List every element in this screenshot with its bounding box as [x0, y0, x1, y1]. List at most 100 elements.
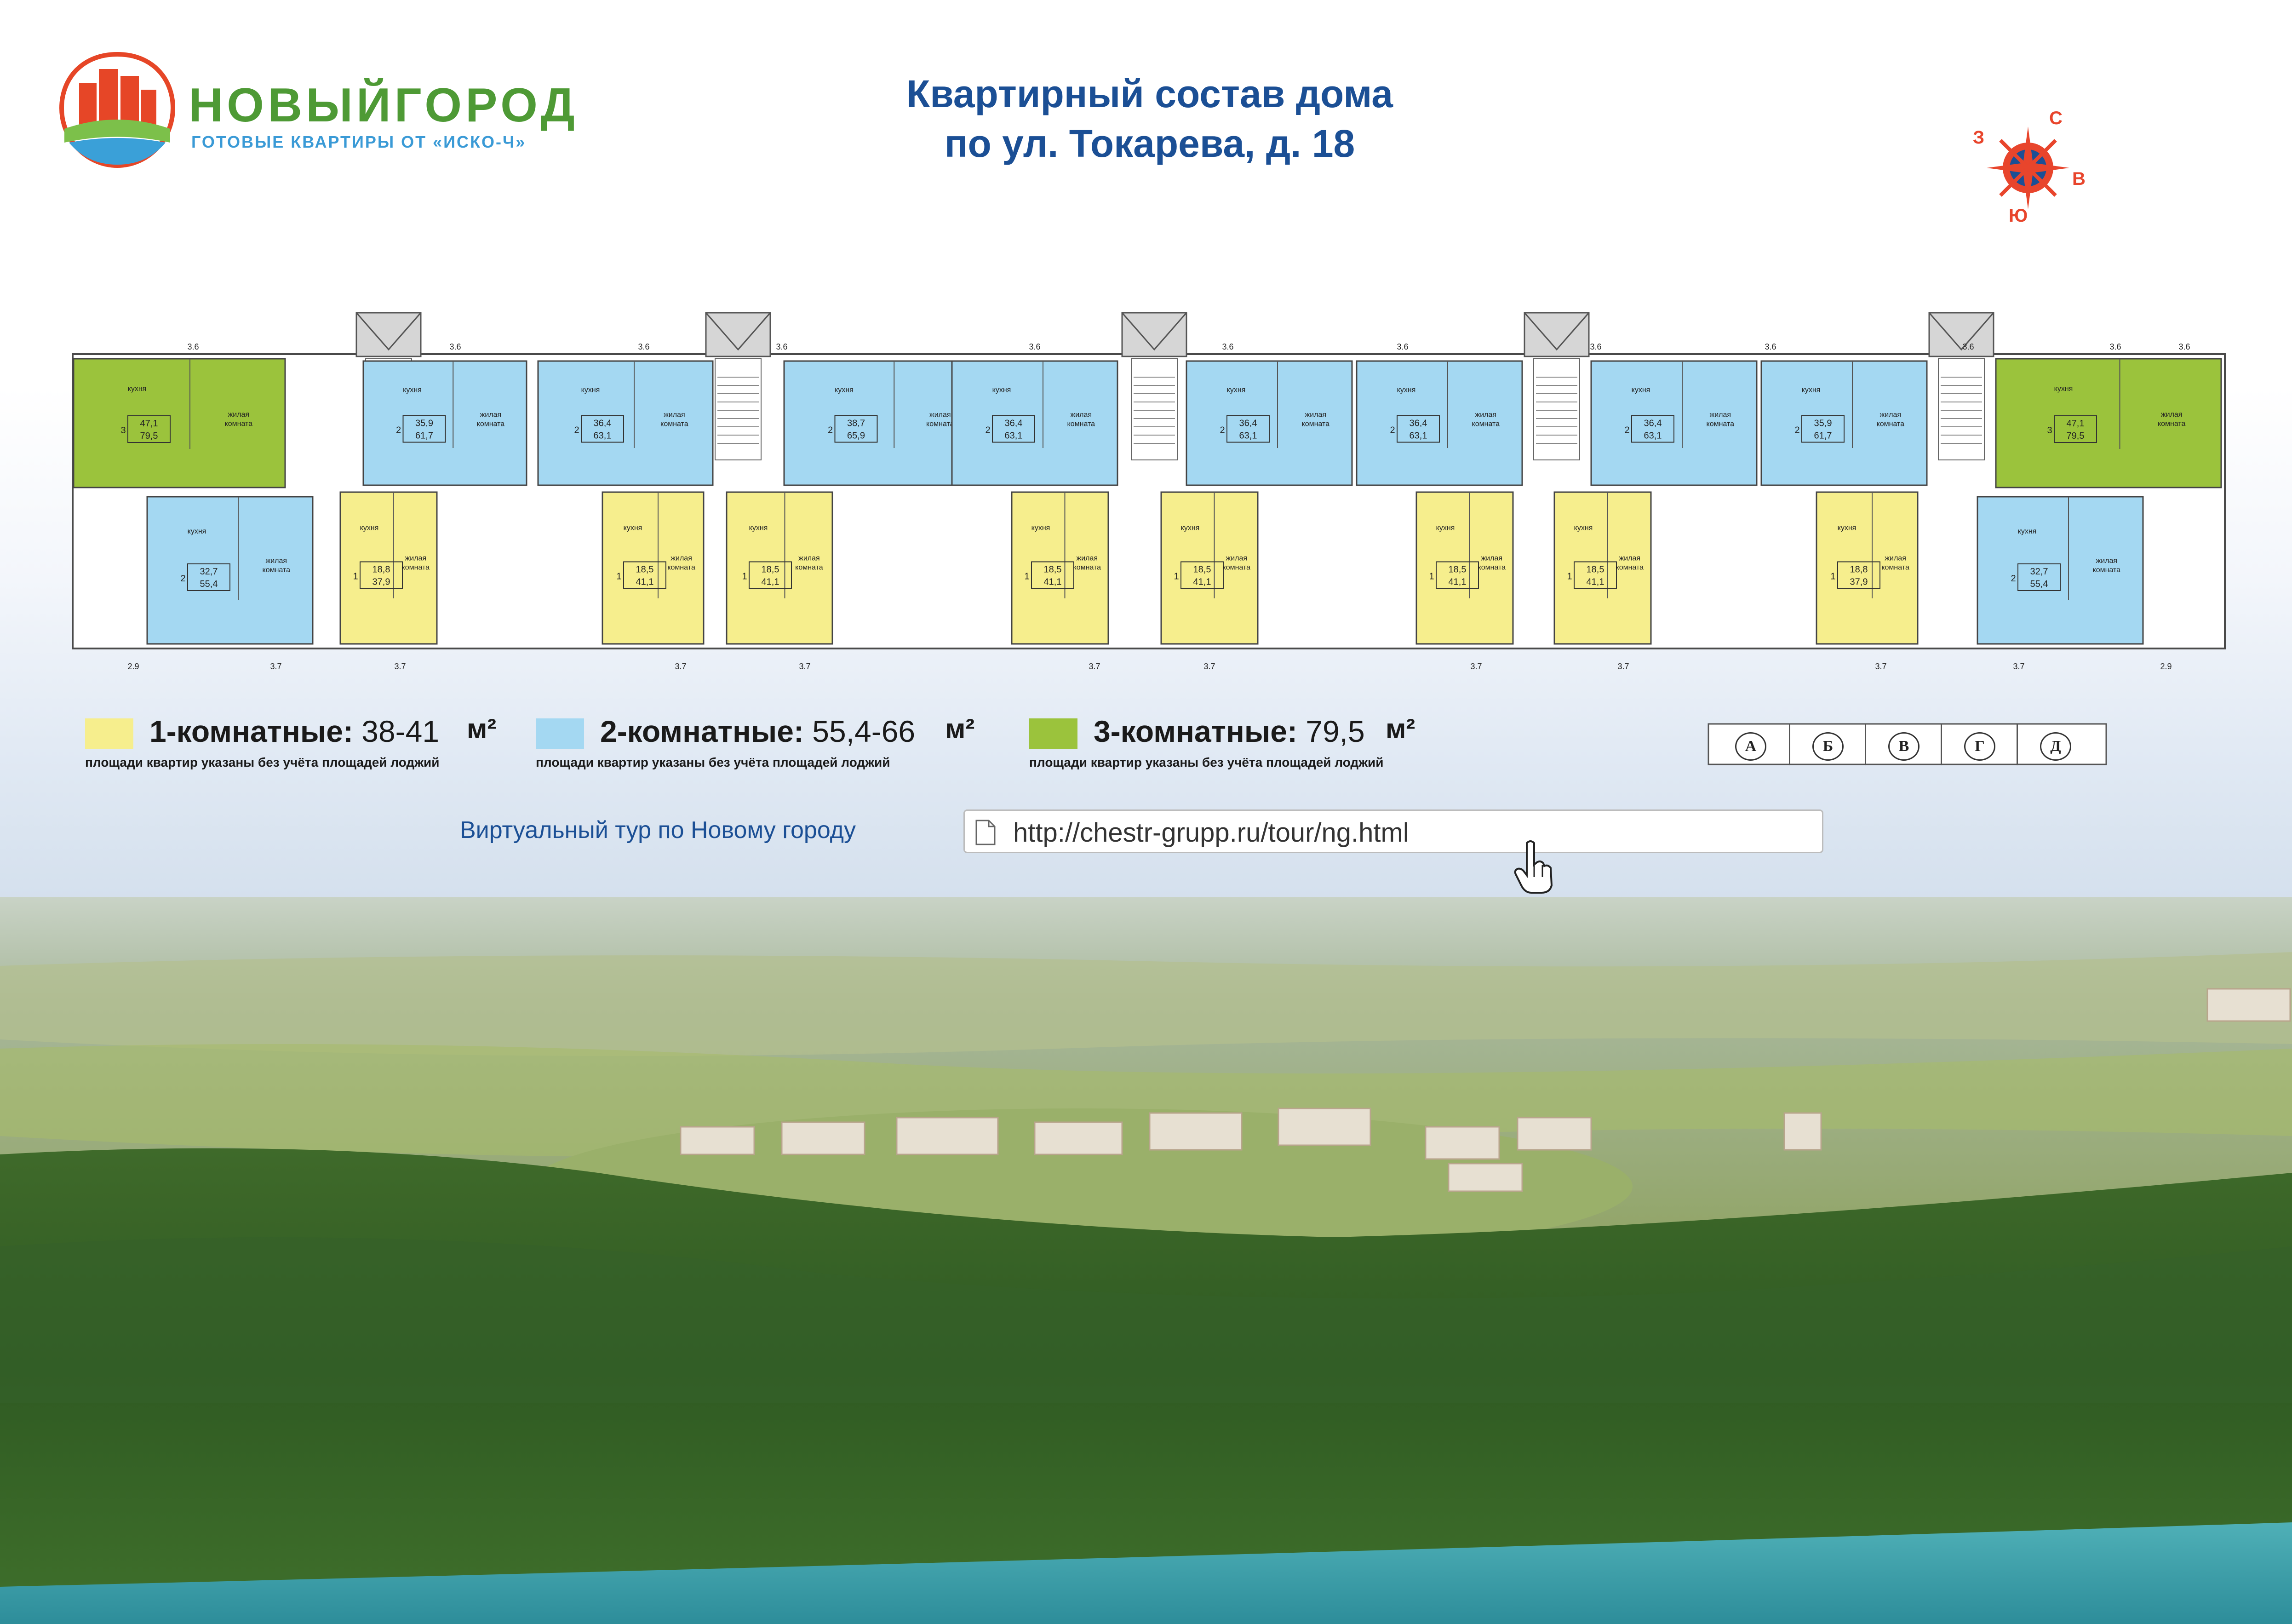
stair-tower-roof	[355, 312, 422, 351]
apartment-14[interactable]	[1415, 491, 1514, 645]
section-d[interactable]: Д	[2017, 724, 2091, 765]
area-plate	[1180, 561, 1224, 589]
section-a[interactable]: А	[1713, 724, 1787, 765]
room-label: комната	[477, 420, 505, 428]
dimension-mark: 3.7	[675, 662, 686, 671]
room-label: жилая	[2161, 411, 2183, 419]
apartment-6[interactable]	[602, 491, 705, 645]
dimension-mark: 3.7	[270, 662, 281, 671]
section-badge: В	[1888, 732, 1920, 761]
area-plate	[1031, 561, 1074, 589]
room-count: 1	[1429, 572, 1434, 582]
kitchen-label: кухня	[1632, 386, 1650, 394]
apartment-9[interactable]	[951, 360, 1118, 486]
kitchen-label: кухня	[1227, 386, 1246, 394]
kitchen-label: кухня	[1436, 524, 1455, 532]
section-g[interactable]: Г	[1941, 724, 2016, 765]
section-badge: Б	[1812, 732, 1844, 761]
apartment-18[interactable]	[1816, 491, 1919, 645]
room-count: 2	[574, 425, 579, 436]
section-badge: Г	[1964, 732, 1995, 761]
room-label: жилая	[266, 557, 287, 565]
apartment-area	[1995, 358, 2222, 488]
section-badge: Д	[2040, 732, 2071, 761]
apartment-19[interactable]	[1995, 358, 2222, 488]
living-area: 36,4	[1644, 419, 1662, 429]
dimension-mark: 3.7	[1470, 662, 1482, 671]
dimension-mark: 3.7	[2013, 662, 2024, 671]
dimension-mark: 3.6	[1222, 342, 1233, 351]
room-count: 1	[1024, 572, 1029, 582]
room-count: 2	[985, 425, 990, 436]
section-b[interactable]: Б	[1789, 724, 1864, 765]
stair-tower-roof	[1524, 312, 1590, 351]
area-plate	[2054, 415, 2097, 443]
room-label: комната	[2093, 566, 2121, 574]
apartment-7[interactable]	[726, 491, 833, 645]
dimension-mark: 3.7	[394, 662, 406, 671]
apartment-5[interactable]	[537, 360, 714, 486]
apartment-12[interactable]	[1186, 360, 1353, 486]
hand-cursor-icon	[1514, 840, 1553, 894]
room-label: жилая	[228, 411, 250, 419]
legend-swatch-one-room	[85, 718, 133, 749]
legend-two-room: 2-комнатные: 55,4-66 м² площади квартир …	[536, 713, 996, 769]
stair-tower	[705, 312, 771, 357]
apartment-20[interactable]	[1977, 496, 2144, 645]
apartment-15[interactable]	[1553, 491, 1652, 645]
room-label: комната	[1707, 420, 1735, 428]
section-selector: А Б В Г Д	[1704, 718, 2111, 769]
apartment-area	[1011, 491, 1109, 645]
area-plate	[1801, 415, 1845, 443]
kitchen-label: кухня	[1574, 524, 1593, 532]
dimension-mark: 3.6	[449, 342, 461, 351]
room-count: 2	[1624, 425, 1629, 436]
legend-note: площади квартир указаны без учёта площад…	[536, 755, 890, 769]
apartment-11[interactable]	[1160, 491, 1259, 645]
apartment-16[interactable]	[1590, 360, 1758, 486]
legend-note: площади квартир указаны без учёта площад…	[1029, 755, 1384, 769]
dimension-mark: 3.6	[1397, 342, 1408, 351]
legend-swatch-three-room	[1029, 718, 1077, 749]
aerial-landscape-photo	[0, 897, 2292, 1624]
virtual-tour-url[interactable]: http://chestr-grupp.ru/tour/ng.html	[1013, 818, 1409, 848]
dimension-mark: 2.9	[127, 662, 139, 671]
apartment-3[interactable]	[339, 491, 438, 645]
room-count: 3	[2047, 425, 2052, 436]
total-area: 63,1	[594, 431, 612, 441]
stair-tower	[1524, 312, 1590, 357]
stairwell	[1131, 358, 1178, 460]
section-v[interactable]: В	[1865, 724, 1940, 765]
apartment-17[interactable]	[1760, 360, 1928, 486]
living-area: 47,1	[140, 419, 158, 429]
area-plate	[1397, 415, 1440, 443]
apartment-10[interactable]	[1011, 491, 1109, 645]
apartment-area	[339, 491, 438, 645]
apartment-2[interactable]	[146, 496, 314, 645]
room-label: жилая	[1885, 555, 1906, 562]
dimension-mark: 3.7	[1203, 662, 1215, 671]
section-badge: А	[1735, 732, 1766, 761]
legend-unit: м²	[1386, 713, 1415, 744]
stair-tower-roof	[1121, 312, 1187, 351]
compass-icon	[1987, 126, 2069, 209]
living-area: 18,5	[762, 565, 779, 575]
kitchen-label: кухня	[2054, 385, 2073, 393]
kitchen-label: кухня	[1802, 386, 1821, 394]
room-label: жилая	[405, 555, 427, 562]
total-area: 61,7	[415, 431, 433, 441]
stair-tower	[355, 312, 422, 357]
virtual-tour-url-bar[interactable]: http://chestr-grupp.ru/tour/ng.html	[963, 809, 1823, 853]
room-label: комната	[1472, 420, 1500, 428]
room-label: комната	[1478, 564, 1506, 572]
room-count: 3	[120, 425, 126, 436]
apartment-1[interactable]	[73, 358, 286, 488]
total-area: 63,1	[1410, 431, 1427, 441]
total-area: 63,1	[1005, 431, 1023, 441]
apartment-area	[73, 358, 286, 488]
apartment-4[interactable]	[362, 360, 527, 486]
total-area: 41,1	[636, 577, 654, 587]
living-area: 47,1	[2067, 419, 2085, 429]
apartment-13[interactable]	[1356, 360, 1523, 486]
total-area: 41,1	[1193, 577, 1211, 587]
